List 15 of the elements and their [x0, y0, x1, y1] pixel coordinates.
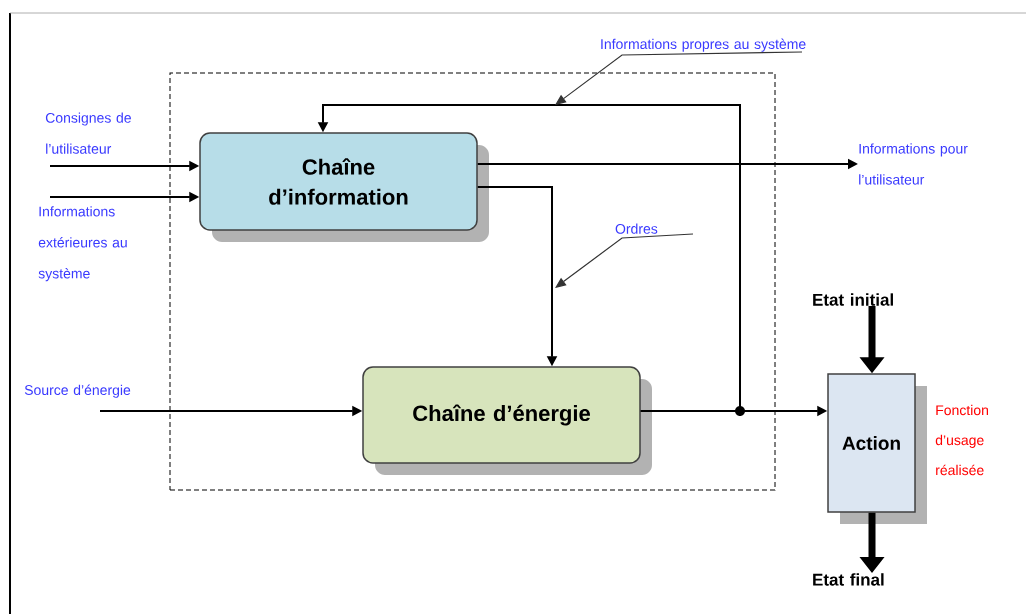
- action-box: Action: [827, 373, 927, 524]
- text-label: Etat initial: [813, 293, 893, 306]
- text-label: Consignes de l’utilisateur: [45, 112, 131, 154]
- process-box: Chaîne d’énergie: [362, 366, 652, 475]
- text-label: Ordres: [615, 223, 658, 234]
- leader-line: [555, 51, 803, 105]
- text-label: Informations propres au système: [601, 38, 806, 52]
- process-box: Chaîne d’information: [199, 132, 489, 242]
- leader-line: [555, 233, 694, 288]
- text-label: Informations extérieures au système: [38, 206, 127, 282]
- dashed-frame: [169, 72, 776, 491]
- side-note: Fonction d’usage réalisée: [935, 404, 988, 476]
- text-label: Etat final: [813, 573, 884, 586]
- text-label: Source d’énergie: [24, 384, 131, 398]
- text-label: Informations pour l’utilisateur: [859, 143, 968, 185]
